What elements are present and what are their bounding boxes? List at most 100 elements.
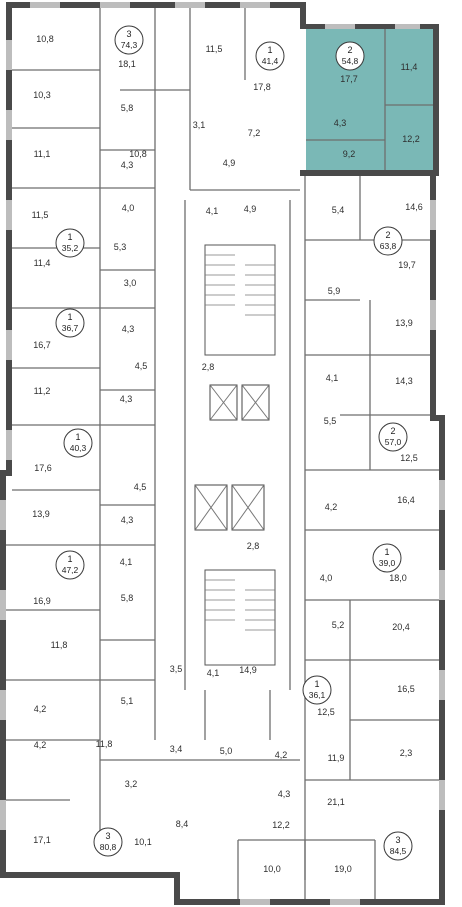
room-area-label: 12,2 <box>272 820 290 830</box>
room-area-label: 16,4 <box>397 495 415 505</box>
room-area-label: 12,2 <box>402 134 420 144</box>
room-area-label: 5,1 <box>121 696 134 706</box>
apartment-area: 40,3 <box>70 443 87 453</box>
room-area-label: 17,8 <box>253 82 271 92</box>
apartment-rooms: 2 <box>347 45 352 55</box>
room-area-label: 16,9 <box>33 596 51 606</box>
room-area-label: 3,4 <box>170 744 183 754</box>
room-area-label: 4,1 <box>206 206 219 216</box>
room-area-label: 4,0 <box>122 203 135 213</box>
apartment-badge[interactable]: 263,8 <box>373 226 403 256</box>
room-area-label: 4,9 <box>244 204 257 214</box>
room-area-label: 16,7 <box>33 340 51 350</box>
room-area-label: 11,8 <box>96 739 113 749</box>
room-area-label: 11,4 <box>401 62 418 72</box>
apartment-rooms: 1 <box>67 232 72 242</box>
apartment-area: 54,8 <box>342 56 359 66</box>
room-area-label: 12,5 <box>317 707 335 717</box>
room-area-label: 4,9 <box>223 158 236 168</box>
apartment-area: 80,8 <box>100 842 117 852</box>
room-area-labels: 10,818,111,517,817,711,410,35,83,17,24,3… <box>32 34 423 874</box>
apartment-badge[interactable]: 141,4 <box>255 41 285 71</box>
apartment-badge[interactable]: 147,2 <box>55 550 85 580</box>
room-area-label: 5,2 <box>332 620 345 630</box>
room-area-label: 4,3 <box>121 515 134 525</box>
room-area-label: 5,5 <box>324 416 337 426</box>
apartment-badge-circle <box>93 827 123 857</box>
apartment-area: 47,2 <box>62 565 79 575</box>
apartment-area: 57,0 <box>385 437 402 447</box>
room-area-label: 11,5 <box>32 210 49 220</box>
room-area-label: 2,8 <box>247 541 260 551</box>
room-area-label: 5,0 <box>220 746 233 756</box>
room-area-label: 16,5 <box>397 684 415 694</box>
apartment-area: 36,7 <box>62 323 79 333</box>
room-area-label: 18,0 <box>389 573 407 583</box>
apartment-badge[interactable]: 139,0 <box>372 543 402 573</box>
room-area-label: 19,0 <box>334 864 352 874</box>
apartment-badge-circle <box>383 831 413 861</box>
elevator-shafts-bottom <box>194 484 265 531</box>
room-area-label: 11,2 <box>34 386 51 396</box>
room-area-label: 5,8 <box>121 103 134 113</box>
room-area-label: 5,3 <box>114 242 127 252</box>
apartment-rooms: 2 <box>390 426 395 436</box>
room-area-label: 19,7 <box>398 260 416 270</box>
room-area-label: 4,3 <box>121 160 134 170</box>
room-area-label: 5,4 <box>332 205 345 215</box>
room-area-label: 13,9 <box>32 509 50 519</box>
apartment-badge[interactable]: 136,7 <box>55 308 85 338</box>
room-area-label: 4,1 <box>326 373 339 383</box>
apartment-area: 39,0 <box>379 558 396 568</box>
room-area-label: 11,4 <box>34 258 51 268</box>
apartment-badge[interactable]: 384,5 <box>383 831 413 861</box>
room-area-label: 4,2 <box>275 750 288 760</box>
apartment-area: 36,1 <box>309 690 326 700</box>
apartment-area: 41,4 <box>262 56 279 66</box>
apartment-rooms: 1 <box>67 312 72 322</box>
room-area-label: 14,6 <box>405 202 423 212</box>
apartment-area: 84,5 <box>390 846 407 856</box>
room-area-label: 5,9 <box>328 286 341 296</box>
apartment-badge[interactable]: 136,1 <box>302 675 332 705</box>
room-area-label: 14,9 <box>239 665 257 675</box>
apartment-badge-circle <box>373 226 403 256</box>
apartment-badge[interactable]: 140,3 <box>63 428 93 458</box>
room-area-label: 11,9 <box>328 753 345 763</box>
room-area-label: 10,8 <box>129 149 147 159</box>
room-area-label: 11,8 <box>51 640 68 650</box>
room-area-label: 11,1 <box>34 149 51 159</box>
room-area-label: 4,5 <box>134 482 147 492</box>
elevator-shafts-top <box>209 384 270 421</box>
apartment-rooms: 3 <box>126 29 131 39</box>
apartment-badge[interactable]: 380,8 <box>93 827 123 857</box>
room-area-label: 5,8 <box>121 593 134 603</box>
apartment-area: 74,3 <box>121 40 138 50</box>
apartment-badge-circle <box>378 422 408 452</box>
highlighted-apartment[interactable] <box>306 27 434 170</box>
apartment-badge[interactable]: 257,0 <box>378 422 408 452</box>
apartment-badge[interactable]: 254,8 <box>335 41 365 71</box>
room-area-label: 10,0 <box>263 864 281 874</box>
apartment-area: 63,8 <box>380 241 397 251</box>
room-area-label: 3,5 <box>170 664 183 674</box>
room-area-label: 17,1 <box>33 835 51 845</box>
apartment-rooms: 2 <box>385 230 390 240</box>
room-area-label: 4,3 <box>120 394 133 404</box>
room-area-label: 3,0 <box>124 278 137 288</box>
room-area-label: 3,2 <box>125 779 138 789</box>
room-area-label: 13,9 <box>395 318 413 328</box>
apartment-badge[interactable]: 135,2 <box>55 228 85 258</box>
room-area-label: 17,6 <box>34 463 52 473</box>
apartment-badge[interactable]: 374,3 <box>114 25 144 55</box>
room-area-label: 10,8 <box>36 34 54 44</box>
room-area-label: 10,1 <box>134 837 152 847</box>
apartment-rooms: 3 <box>105 831 110 841</box>
room-area-label: 4,5 <box>135 361 148 371</box>
apartment-rooms: 1 <box>314 679 319 689</box>
apartment-rooms: 1 <box>75 432 80 442</box>
apartment-badge-circle <box>114 25 144 55</box>
room-area-label: 17,7 <box>340 74 358 84</box>
